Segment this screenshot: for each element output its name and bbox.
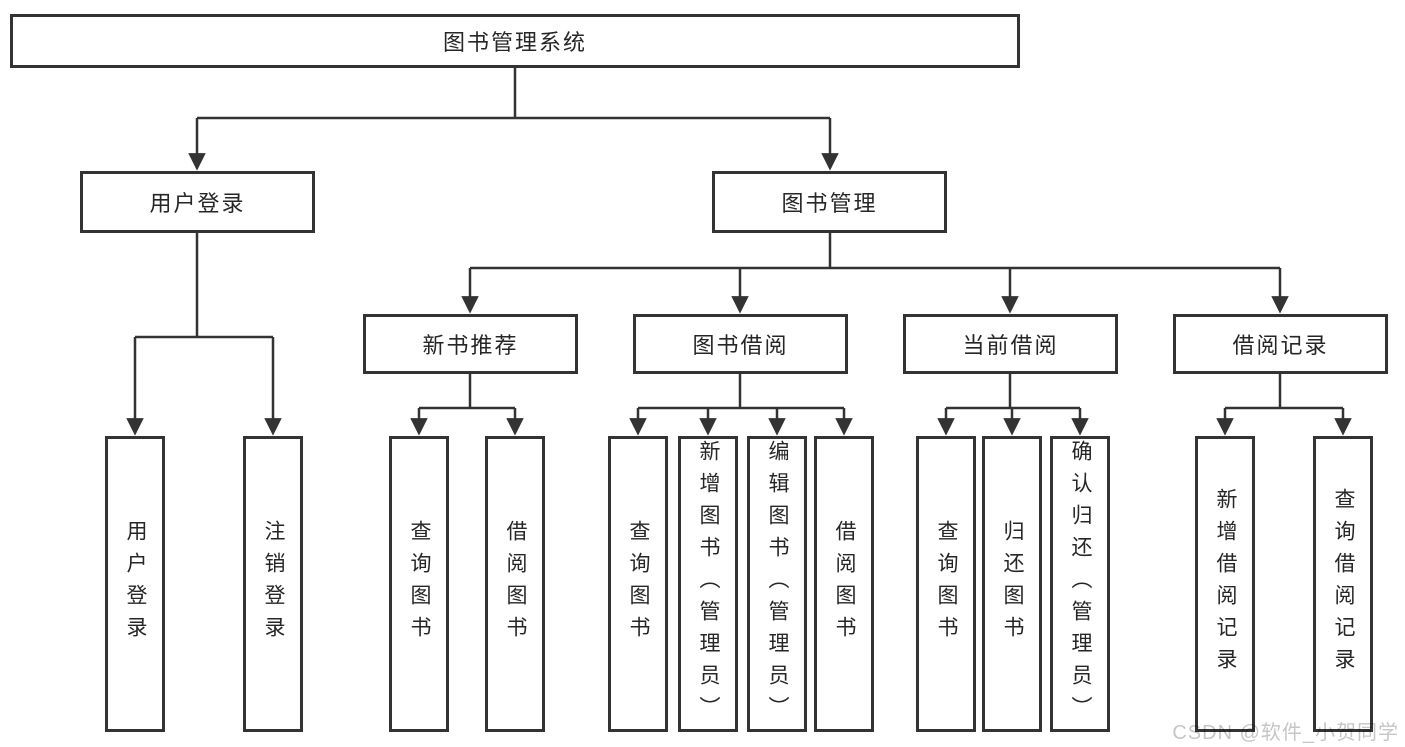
node-book-management: 图书管理 xyxy=(712,171,947,233)
leaf-logout: 注销登录 xyxy=(243,436,303,732)
node-book-borrowing: 图书借阅 xyxy=(633,314,848,374)
leaf-add-books-admin: 新增图书（管理员） xyxy=(678,436,738,732)
leaf-query-borrow-record: 查询借阅记录 xyxy=(1313,436,1373,732)
node-library-management-system: 图书管理系统 xyxy=(10,14,1020,68)
node-borrowing-records: 借阅记录 xyxy=(1173,314,1388,374)
node-user-login: 用户登录 xyxy=(80,171,315,233)
leaf-return-books: 归还图书 xyxy=(982,436,1042,732)
leaf-add-borrow-record: 新增借阅记录 xyxy=(1195,436,1255,732)
leaf-user-login: 用户登录 xyxy=(105,436,165,732)
node-current-borrowing: 当前借阅 xyxy=(903,314,1118,374)
leaf-borrow-books-1: 借阅图书 xyxy=(485,436,545,732)
csdn-watermark: CSDN @软件_小贺同学 xyxy=(1172,722,1399,744)
leaf-edit-books-admin: 编辑图书（管理员） xyxy=(747,436,807,732)
leaf-query-books-3: 查询图书 xyxy=(916,436,976,732)
leaf-query-books-2: 查询图书 xyxy=(608,436,668,732)
leaf-borrow-books-2: 借阅图书 xyxy=(814,436,874,732)
leaf-query-books-1: 查询图书 xyxy=(389,436,449,732)
leaf-confirm-return-admin: 确认归还（管理员） xyxy=(1050,436,1110,732)
node-new-book-recommendation: 新书推荐 xyxy=(363,314,578,374)
